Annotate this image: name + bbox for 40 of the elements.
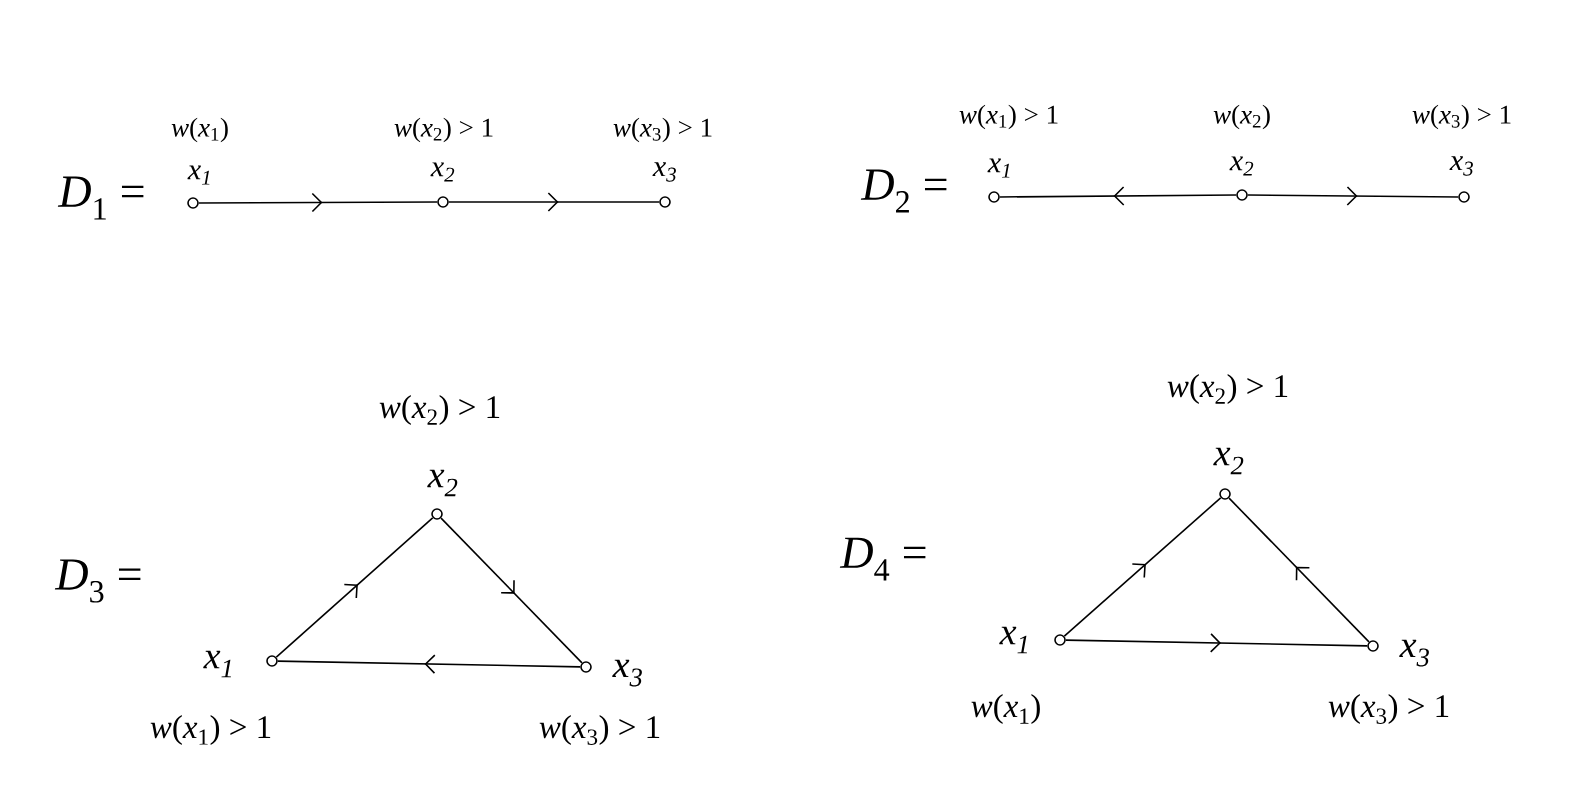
vertex-label: x$_{2}$: [1213, 447, 1244, 475]
vertex: [1236, 189, 1248, 201]
vertex-label: x$_{1}$: [999, 626, 1027, 654]
weight-label: w(x$_{2}$): [1213, 104, 1270, 130]
vertex-label: x$_{1}$: [203, 650, 231, 678]
vertex: [437, 196, 449, 208]
vertex-label: x$_{1}$: [987, 158, 1010, 178]
vertex-label: x$_{3}$: [612, 659, 642, 687]
weight-label: w(x$_{2}$) > 1: [1167, 374, 1288, 404]
weight-label: w(x$_{1}$) > 1: [150, 715, 271, 745]
vertex-label: x$_{3}$: [652, 162, 676, 182]
weight-label: w(x$_{3}$) > 1: [1328, 694, 1449, 724]
weight-label: w(x$_{1}$) > 1: [959, 104, 1058, 130]
weight-label: w(x$_{1}$): [171, 117, 228, 143]
vertex-label: x$_{1}$: [187, 165, 210, 185]
vertex-label: x$_{3}$: [1399, 639, 1429, 667]
vertex: [1219, 488, 1231, 500]
diagram-name: D$_{2}$ =: [860, 169, 947, 213]
vertex: [266, 655, 278, 667]
weight-label: w(x$_{2}$) > 1: [379, 395, 500, 425]
vertex: [988, 191, 1000, 203]
vertex: [580, 661, 592, 673]
vertex: [187, 197, 199, 209]
vertex: [659, 196, 671, 208]
vertex: [1367, 640, 1379, 652]
diagram-name: D$_{3}$ =: [54, 559, 141, 603]
diagram-name: D$_{4}$ =: [839, 537, 926, 581]
weight-label: w(x$_{1}$): [971, 694, 1040, 724]
vertex-label: x$_{2}$: [1229, 156, 1254, 176]
vertex: [1054, 634, 1066, 646]
weight-label: w(x$_{3}$) > 1: [539, 715, 660, 745]
weight-label: w(x$_{2}$) > 1: [394, 117, 493, 143]
vertex-label: x$_{2}$: [430, 162, 455, 182]
weight-label: w(x$_{3}$) > 1: [613, 117, 712, 143]
vertex-label: x$_{2}$: [427, 469, 458, 497]
vertex: [1458, 191, 1470, 203]
diagram-name: D$_{1}$ =: [57, 176, 144, 220]
vertex-label: x$_{3}$: [1449, 156, 1473, 176]
weight-label: w(x$_{3}$) > 1: [1412, 104, 1511, 130]
vertex: [431, 508, 443, 520]
